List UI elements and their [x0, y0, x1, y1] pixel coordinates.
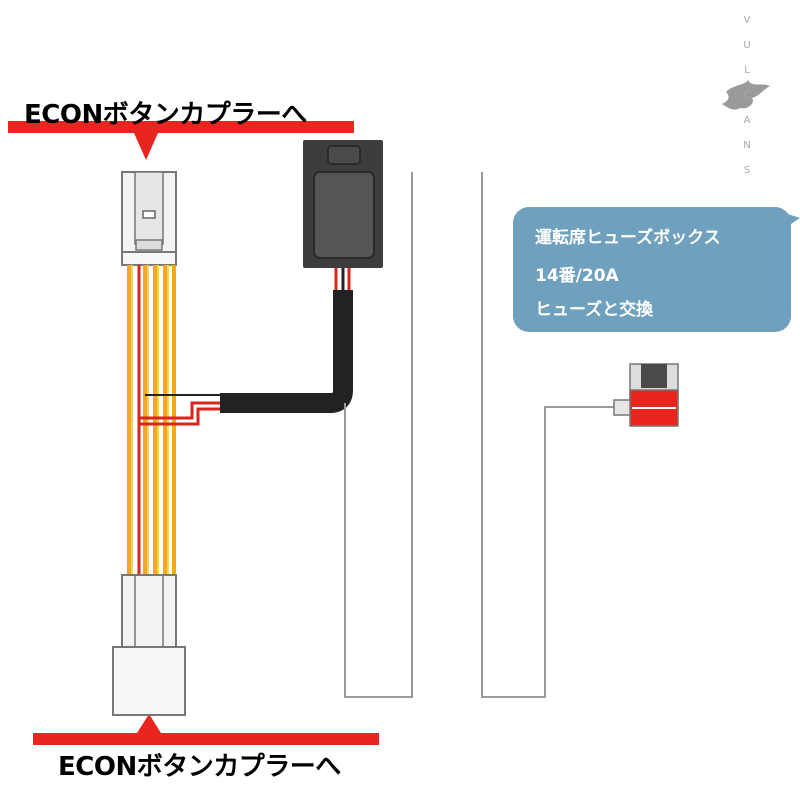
arrow-up-icon — [137, 714, 161, 733]
watermark-text: V U L C A N S — [742, 8, 752, 183]
watermark-letter: S — [743, 165, 751, 176]
fuse-tap-icon — [613, 363, 679, 427]
top-banner — [8, 121, 354, 133]
switch-box-icon — [303, 140, 383, 268]
dragon-logo-icon — [722, 80, 770, 110]
gray-wires — [344, 172, 614, 698]
callout-fuse-number: 14番/20A — [535, 266, 619, 286]
bottom-coupler — [112, 574, 186, 716]
callout-instruction: ヒューズと交換 — [535, 300, 654, 320]
watermark-letter: V — [743, 15, 751, 26]
wire-harness — [127, 265, 220, 575]
bottom-connector-label: ECONボタンカプラーへ — [58, 752, 341, 782]
watermark-letter: U — [743, 40, 751, 51]
top-coupler — [121, 171, 177, 266]
arrow-down-icon — [134, 133, 158, 160]
callout-fuse-box: 運転席ヒューズボックス — [535, 228, 721, 248]
top-connector-label: ECONボタンカプラーへ — [24, 100, 307, 130]
watermark-letter: N — [743, 140, 751, 151]
bottom-banner — [33, 733, 379, 745]
watermark-letter: L — [744, 65, 750, 76]
fuse-callout: 運転席ヒューズボックス 14番/20A ヒューズと交換 — [513, 207, 791, 332]
watermark-letter: A — [743, 115, 751, 126]
watermark-letter: C — [743, 90, 751, 101]
switch-cable — [220, 290, 353, 413]
